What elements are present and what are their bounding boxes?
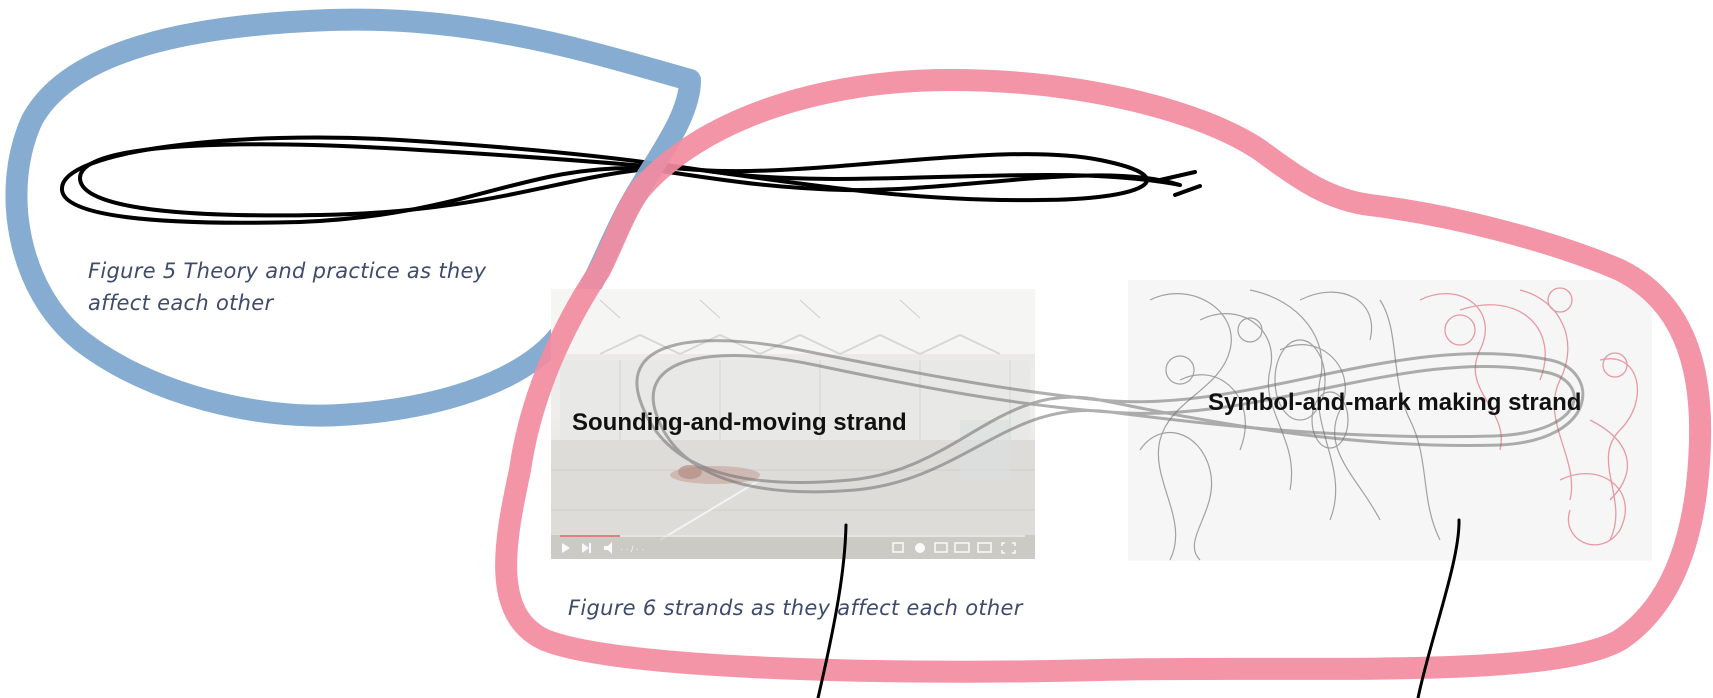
settings-icon[interactable]: [915, 543, 925, 553]
figure5-caption-line1: Figure 5 Theory and practice as they: [88, 255, 486, 287]
symbol-mark-label: Symbol-and-mark making strand: [1208, 389, 1581, 416]
video-time-readout: · · / · ·: [620, 544, 645, 554]
figure5-caption-line2: affect each other: [88, 287, 486, 319]
sounding-moving-label: Sounding-and-moving strand: [572, 409, 907, 436]
figure6-caption: Figure 6 strands as they affect each oth…: [568, 596, 1023, 620]
figure5-caption: Figure 5 Theory and practice as they aff…: [88, 255, 486, 319]
